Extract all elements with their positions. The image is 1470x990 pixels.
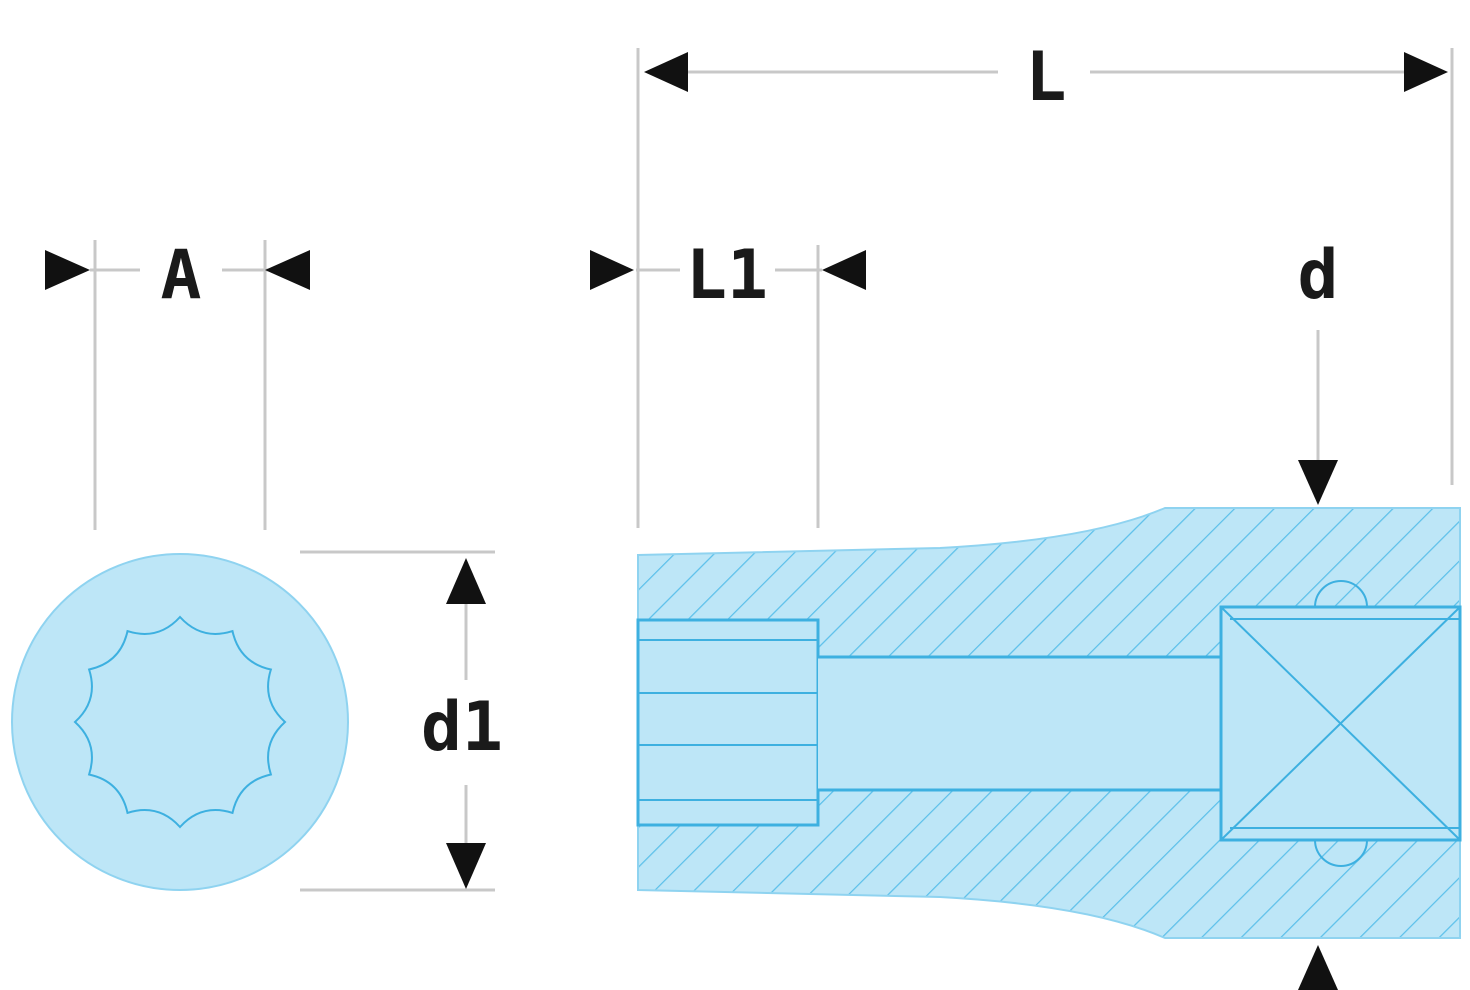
square-drive-outline bbox=[1219, 605, 1462, 842]
dimension-L: L bbox=[636, 38, 1454, 528]
arrowhead bbox=[1298, 945, 1338, 990]
dimension-d1: d1 bbox=[300, 550, 503, 892]
dimension-L1: L1 bbox=[590, 236, 866, 528]
socket-bore bbox=[638, 620, 818, 825]
drive-diagonal bbox=[1220, 606, 1461, 841]
arrowhead bbox=[446, 843, 486, 889]
arrowhead bbox=[1404, 52, 1448, 92]
arrowhead bbox=[590, 250, 634, 290]
arrowhead bbox=[822, 250, 866, 290]
dimension-d: d bbox=[1298, 236, 1339, 990]
arrowhead bbox=[265, 250, 310, 290]
arrowhead bbox=[45, 250, 90, 290]
detent-hole-top bbox=[1314, 580, 1368, 608]
label-d1: d1 bbox=[421, 688, 503, 767]
section-view bbox=[636, 507, 1462, 939]
arrowhead bbox=[644, 52, 688, 92]
arrowhead bbox=[446, 558, 486, 604]
center-channel bbox=[818, 657, 1221, 790]
dimension-A: A bbox=[45, 236, 310, 530]
detent-hole-bottom bbox=[1314, 839, 1368, 867]
label-L1: L1 bbox=[686, 236, 768, 315]
socket-end-circle bbox=[11, 553, 349, 891]
label-d: d bbox=[1298, 236, 1339, 315]
label-L: L bbox=[1026, 38, 1067, 117]
arrowhead bbox=[1298, 460, 1338, 505]
label-A: A bbox=[161, 236, 202, 315]
end-view bbox=[11, 553, 349, 891]
twelve-point-profile bbox=[73, 615, 287, 829]
